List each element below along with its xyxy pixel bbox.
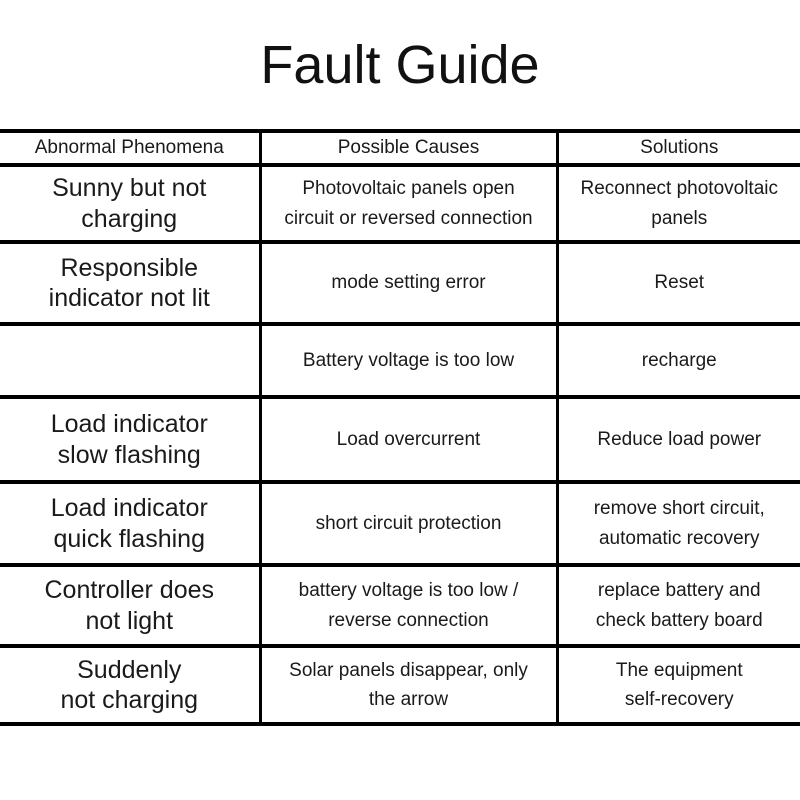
page-title: Fault Guide xyxy=(260,34,540,95)
cell-phenomena: Controller does not light xyxy=(0,563,260,646)
cell-solution: The equipment self-recovery xyxy=(555,644,800,724)
cell-phenomena: Suddenly not charging xyxy=(0,644,260,724)
cell-cause: short circuit protection xyxy=(258,480,557,565)
cell-cause: battery voltage is too low / reverse con… xyxy=(258,563,557,646)
cell-phenomena: Responsible indicator not lit xyxy=(0,240,260,324)
cell-phenomena: Load indicator slow flashing xyxy=(0,395,260,482)
cell-solution: replace battery and check battery board xyxy=(555,563,800,646)
cell-solution: Reconnect photovoltaic panels xyxy=(555,163,800,242)
cell-phenomena: Load indicator quick flashing xyxy=(0,480,260,565)
cell-solution: recharge xyxy=(555,322,800,397)
cell-cause: Load overcurrent xyxy=(258,395,557,482)
cell-solution: Reduce load power xyxy=(555,395,800,482)
cell-cause: mode setting error xyxy=(258,240,557,324)
cell-cause: Solar panels disappear, only the arrow xyxy=(258,644,557,724)
cell-solution: remove short circuit, automatic recovery xyxy=(555,480,800,565)
cell-solution: Reset xyxy=(555,240,800,324)
title-area: Fault Guide xyxy=(0,0,800,129)
column-header-phenomena: Abnormal Phenomena xyxy=(0,129,260,165)
column-header-cause: Possible Causes xyxy=(258,129,557,165)
cell-cause: Battery voltage is too low xyxy=(258,322,557,397)
cell-phenomena xyxy=(0,322,260,397)
cell-phenomena: Sunny but not charging xyxy=(0,163,260,242)
cell-cause: Photovoltaic panels open circuit or reve… xyxy=(258,163,557,242)
column-header-solution: Solutions xyxy=(555,129,800,165)
